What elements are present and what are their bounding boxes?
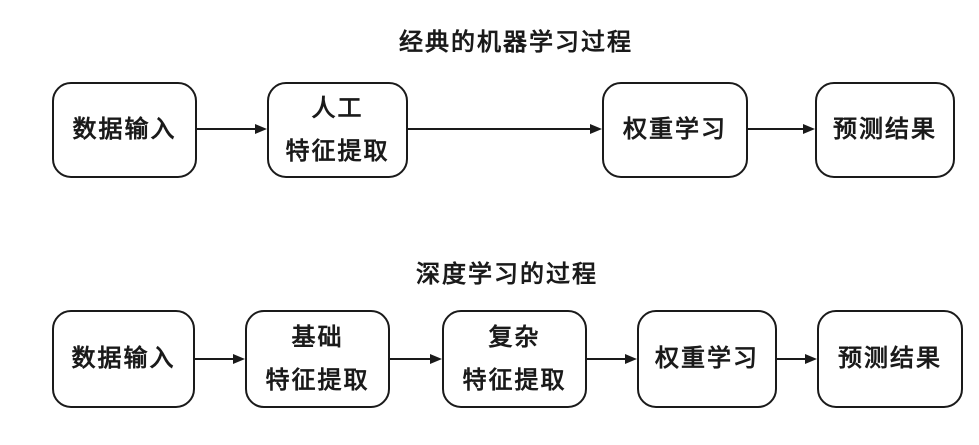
arrow-shaft [197, 128, 258, 130]
arrow-complex-features-to-weight-learning [587, 354, 637, 364]
arrow-shaft [195, 358, 236, 360]
arrow-manual-features-to-weight-learning [408, 124, 602, 134]
node-label: 复杂 特征提取 [462, 323, 567, 394]
deep-node-data-input: 数据输入 [52, 310, 195, 408]
classic-ml-title: 经典的机器学习过程 [399, 29, 633, 56]
node-label: 预测结果 [838, 345, 942, 373]
arrow-right-icon [590, 124, 602, 134]
deep-node-weight-learning: 权重学习 [637, 310, 777, 408]
arrow-shaft [777, 358, 808, 360]
arrow-shaft [408, 128, 593, 130]
node-label: 数据输入 [72, 116, 177, 144]
arrow-right-icon [233, 354, 245, 364]
arrow-shaft [748, 128, 806, 130]
arrow-right-icon [430, 354, 442, 364]
arrow-basic-features-to-complex-features [390, 354, 442, 364]
arrow-right-icon [255, 124, 267, 134]
classic-node-weight-learning: 权重学习 [602, 82, 748, 178]
arrow-weight-learning-to-prediction [777, 354, 817, 364]
deep-learning-title: 深度学习的过程 [416, 261, 598, 288]
classic-node-prediction-result: 预测结果 [815, 82, 955, 178]
node-label: 基础 特征提取 [265, 323, 370, 394]
arrow-right-icon [625, 354, 637, 364]
node-label: 预测结果 [833, 116, 937, 144]
arrow-shaft [390, 358, 433, 360]
deep-node-basic-feature-extraction: 基础 特征提取 [245, 310, 390, 408]
node-label: 权重学习 [655, 345, 759, 373]
classic-node-manual-feature-extraction: 人工 特征提取 [267, 82, 408, 178]
node-label: 数据输入 [71, 345, 176, 373]
arrow-right-icon [803, 124, 815, 134]
node-label: 权重学习 [623, 116, 727, 144]
deep-node-prediction-result: 预测结果 [817, 310, 963, 408]
deep-node-complex-feature-extraction: 复杂 特征提取 [442, 310, 587, 408]
arrow-data-input-to-manual-features [197, 124, 267, 134]
arrow-shaft [587, 358, 628, 360]
arrow-right-icon [805, 354, 817, 364]
arrow-weight-learning-to-prediction [748, 124, 815, 134]
node-label: 人工 特征提取 [285, 94, 390, 165]
classic-node-data-input: 数据输入 [52, 82, 197, 178]
arrow-data-input-to-basic-features [195, 354, 245, 364]
